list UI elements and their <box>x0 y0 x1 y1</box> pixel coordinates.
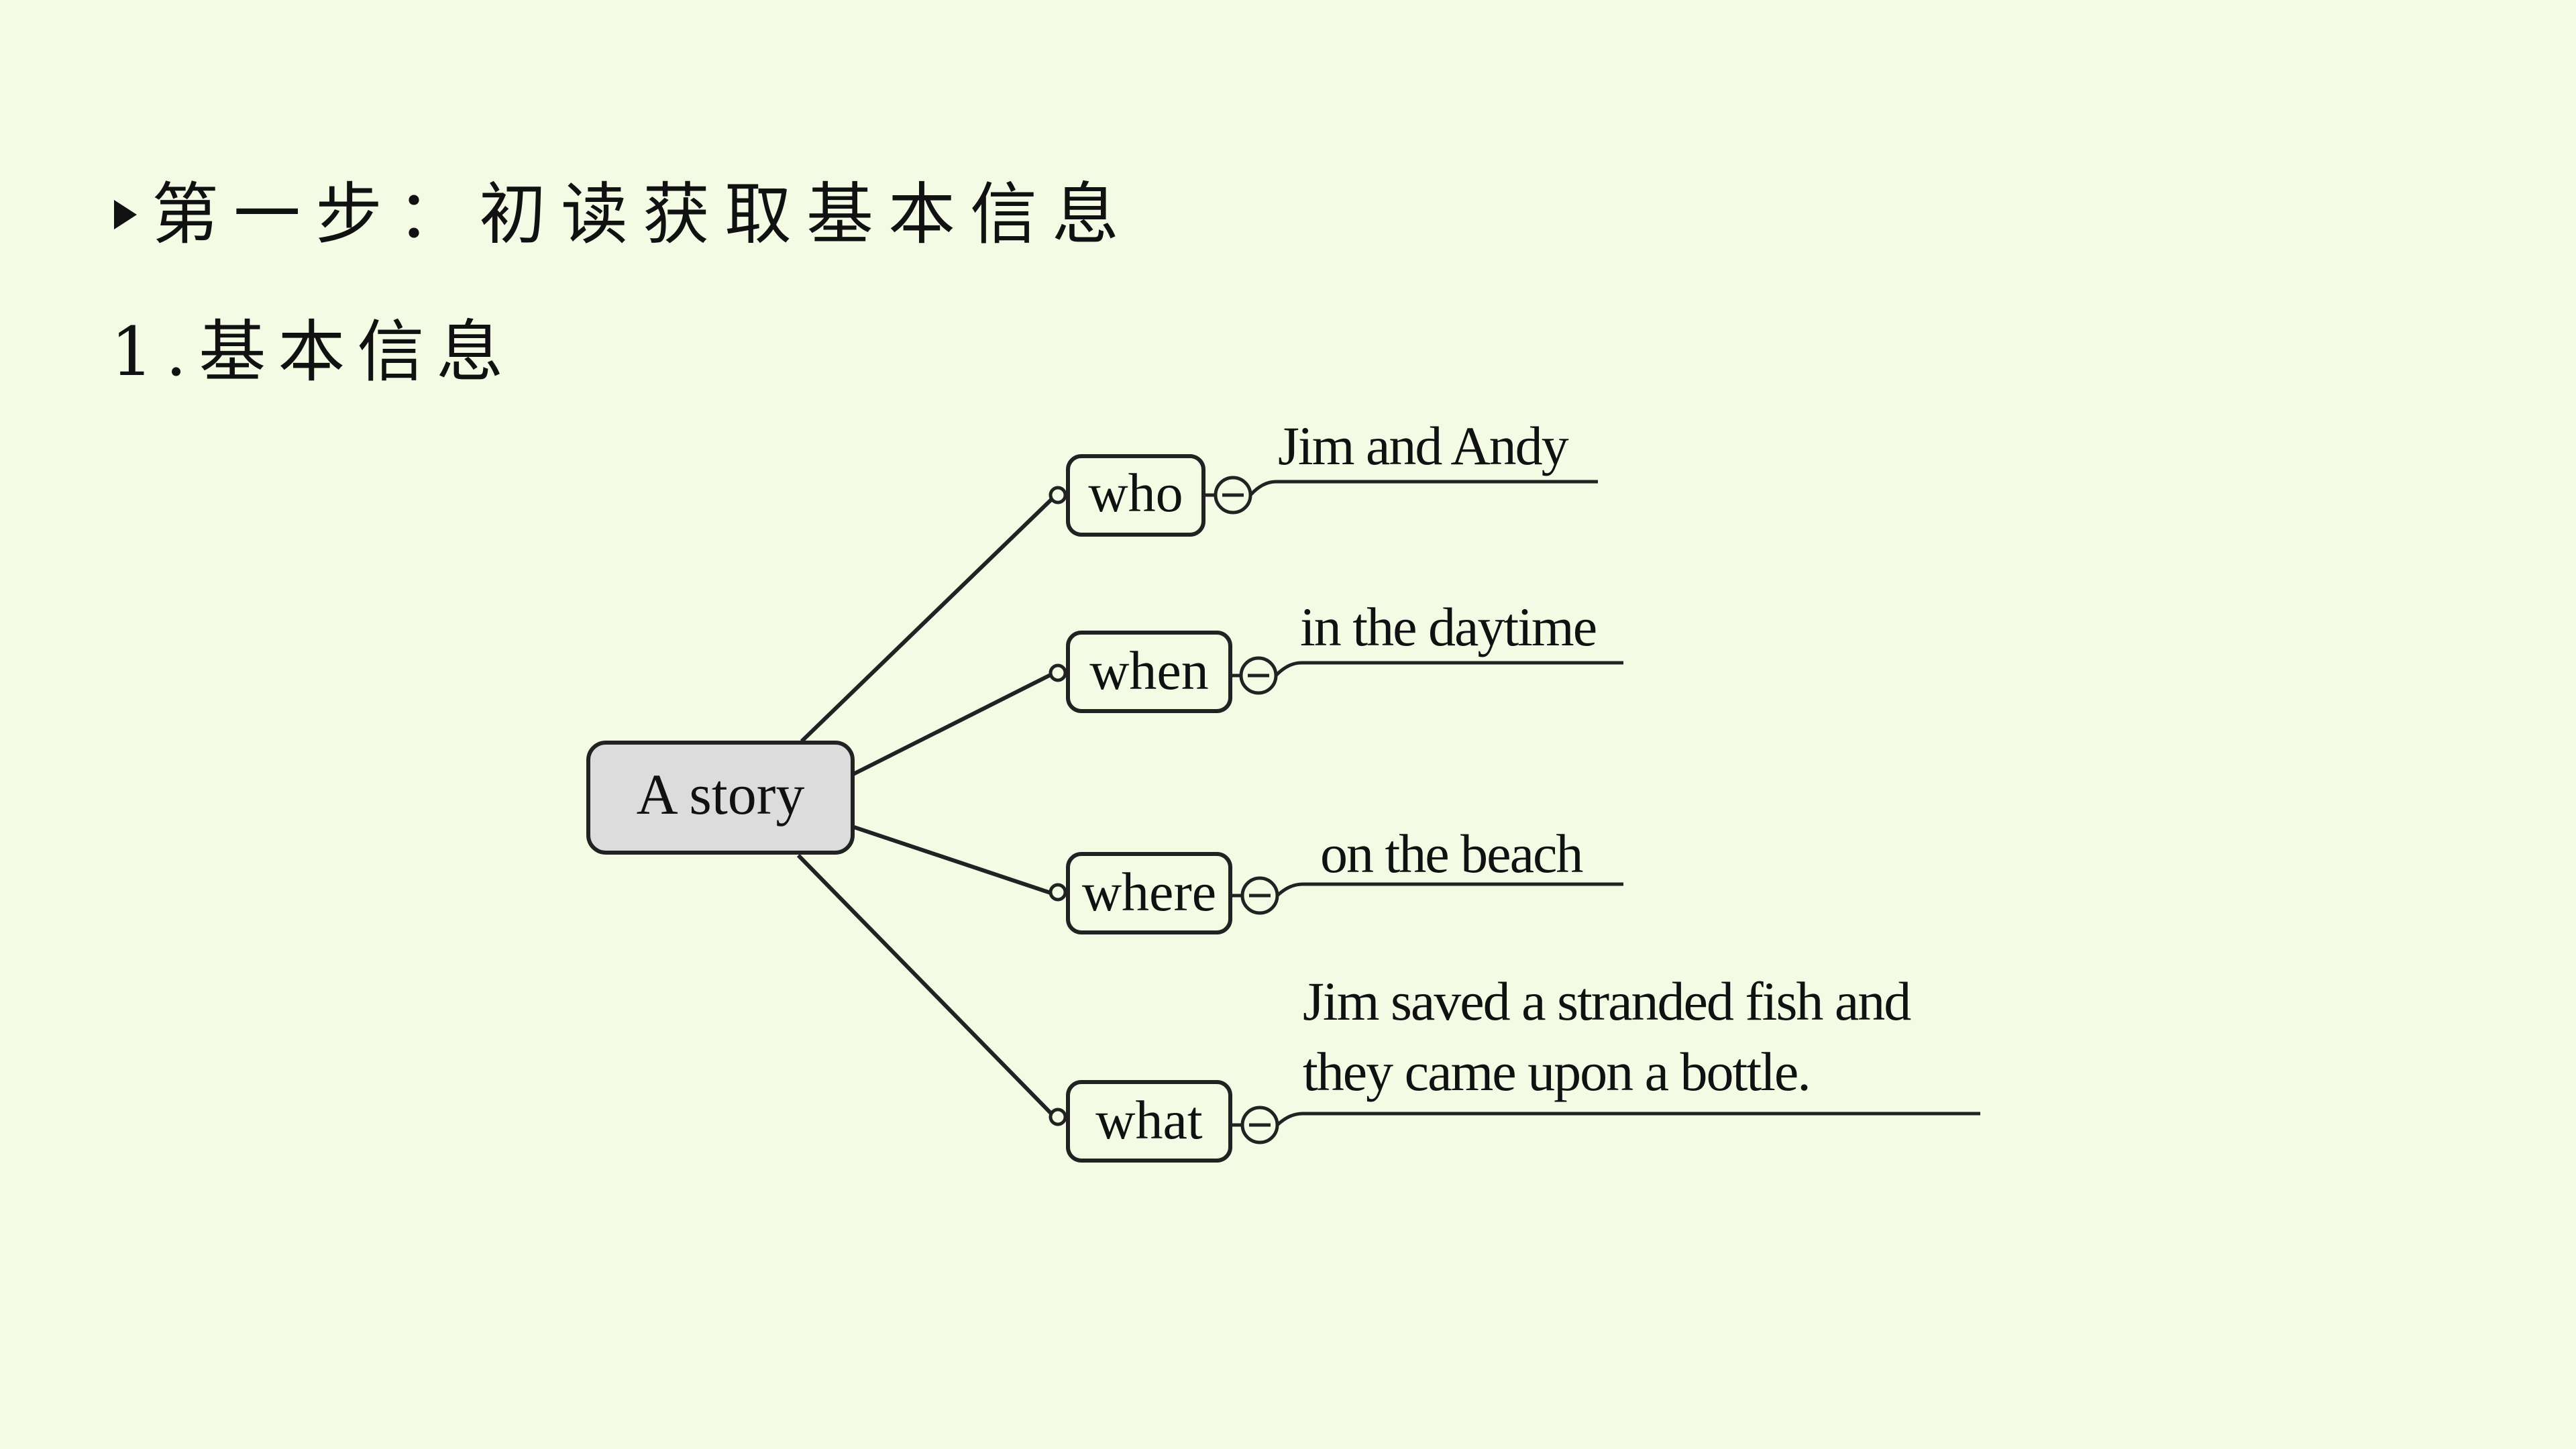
step-title: 第一步：初读获取基本信息 <box>152 175 1134 254</box>
answer-what-line-1: Jim saved a stranded fish and <box>1303 971 1911 1032</box>
connector-when <box>851 671 1056 777</box>
triangle-bullet-icon <box>114 200 137 229</box>
connector-who <box>800 494 1057 743</box>
root-label: A story <box>637 762 805 826</box>
branch-where: where on the beach <box>1049 823 1623 934</box>
answer-when: in the daytime <box>1300 596 1596 657</box>
root-node: A story <box>586 741 855 855</box>
branch-who: who Jim and Andy <box>1049 415 1598 537</box>
connector-dot <box>1049 883 1067 902</box>
branch-label-when: when <box>1089 640 1209 701</box>
connector-dot <box>1049 663 1067 682</box>
connector-dot <box>1049 486 1067 504</box>
sub-title: 基本信息 <box>199 313 516 391</box>
branch-when: when in the daytime <box>1049 596 1623 713</box>
connector-where <box>851 824 1055 896</box>
branch-label-what: what <box>1095 1089 1203 1150</box>
branch-what: what Jim saved a stranded fish and they … <box>1049 971 1980 1163</box>
answer-who: Jim and Andy <box>1278 415 1569 476</box>
branch-label-who: who <box>1088 462 1183 523</box>
branch-label-where: where <box>1082 861 1216 922</box>
sub-number: 1. <box>111 313 199 391</box>
sub-heading: 1.基本信息 <box>111 305 515 399</box>
connector-dot <box>1049 1108 1067 1126</box>
connector-what <box>796 853 1057 1119</box>
answer-where: on the beach <box>1320 823 1582 884</box>
step-heading: 第一步：初读获取基本信息 <box>114 168 1134 262</box>
answer-what-line-2: they came upon a bottle. <box>1303 1041 1810 1102</box>
